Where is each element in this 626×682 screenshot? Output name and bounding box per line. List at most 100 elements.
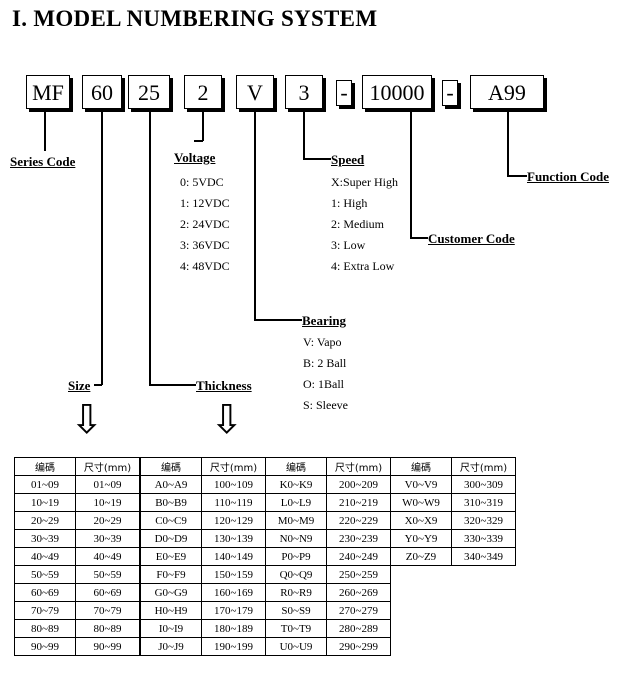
thickness-label: Thickness (196, 378, 252, 393)
size-cell: 150~159 (201, 565, 266, 584)
code-cell: R0~R9 (265, 583, 327, 602)
code-cell: 30~39 (14, 529, 76, 548)
bearing-option: V: Vapo (303, 335, 342, 349)
connector-voltage (202, 111, 204, 141)
voltage-option: 4: 48VDC (180, 259, 230, 273)
connector-thickness (149, 111, 151, 385)
code-cell: E0~E9 (140, 547, 202, 566)
size-cell: 190~199 (201, 637, 266, 656)
header-code: 编碼 (140, 457, 202, 476)
header-code: 编碼 (14, 457, 76, 476)
size-cell: 340~349 (451, 547, 516, 566)
size-cell: 180~189 (201, 619, 266, 638)
connector-thickness-h (149, 384, 196, 386)
code-cell: G0~G9 (140, 583, 202, 602)
customer-code-label: Customer Code (428, 231, 515, 246)
connector-speed (303, 111, 305, 159)
code-cell: K0~K9 (265, 475, 327, 494)
connector-bearing-h (254, 319, 302, 321)
size-cell: 310~319 (451, 493, 516, 512)
size-cell: 110~119 (201, 493, 266, 512)
size-cell: 80~89 (75, 619, 140, 638)
model-box-customer: 10000 (362, 75, 432, 109)
code-cell: J0~J9 (140, 637, 202, 656)
connector-customer (410, 111, 412, 238)
code-cell: Y0~Y9 (390, 529, 452, 548)
thickness-arrow-down-icon: ⇩ (210, 397, 244, 443)
model-box-thickness: 25 (128, 75, 170, 109)
bearing-option: S: Sleeve (303, 398, 348, 412)
connector-series (44, 111, 46, 151)
size-cell: 20~29 (75, 511, 140, 530)
size-cell: 300~309 (451, 475, 516, 494)
code-cell: 70~79 (14, 601, 76, 620)
voltage-option: 0: 5VDC (180, 175, 224, 189)
speed-option: 3: Low (331, 238, 366, 252)
size-cell: 220~229 (326, 511, 391, 530)
code-cell: P0~P9 (265, 547, 327, 566)
model-box-dash-1: - (336, 80, 352, 106)
code-cell: 90~99 (14, 637, 76, 656)
model-box-bearing: V (236, 75, 274, 109)
code-cell: 01~09 (14, 475, 76, 494)
size-cell: 160~169 (201, 583, 266, 602)
size-cell: 240~249 (326, 547, 391, 566)
connector-size-h (94, 384, 102, 386)
header-size: 尺寸(mm) (201, 457, 266, 476)
speed-label: Speed (331, 152, 365, 167)
code-cell: 60~69 (14, 583, 76, 602)
size-cell: 01~09 (75, 475, 140, 494)
size-cell: 130~139 (201, 529, 266, 548)
code-cell: V0~V9 (390, 475, 452, 494)
code-cell: S0~S9 (265, 601, 327, 620)
size-cell: 40~49 (75, 547, 140, 566)
code-cell: B0~B9 (140, 493, 202, 512)
size-cell: 90~99 (75, 637, 140, 656)
connector-speed-h (303, 158, 331, 160)
size-arrow-down-icon: ⇩ (70, 397, 104, 443)
size-cell: 230~239 (326, 529, 391, 548)
code-cell: A0~A9 (140, 475, 202, 494)
size-cell: 50~59 (75, 565, 140, 584)
size-cell: 330~339 (451, 529, 516, 548)
size-cell: 260~269 (326, 583, 391, 602)
code-cell: 10~19 (14, 493, 76, 512)
size-cell: 140~149 (201, 547, 266, 566)
code-cell: D0~D9 (140, 529, 202, 548)
model-box-function: A99 (470, 75, 544, 109)
size-cell: 290~299 (326, 637, 391, 656)
code-cell: M0~M9 (265, 511, 327, 530)
size-cell: 120~129 (201, 511, 266, 530)
code-cell: X0~X9 (390, 511, 452, 530)
connector-customer-h (410, 237, 428, 239)
code-cell: 20~29 (14, 511, 76, 530)
size-cell: 170~179 (201, 601, 266, 620)
connector-bearing (254, 111, 256, 320)
code-cell: U0~U9 (265, 637, 327, 656)
bearing-option: O: 1Ball (303, 377, 344, 391)
